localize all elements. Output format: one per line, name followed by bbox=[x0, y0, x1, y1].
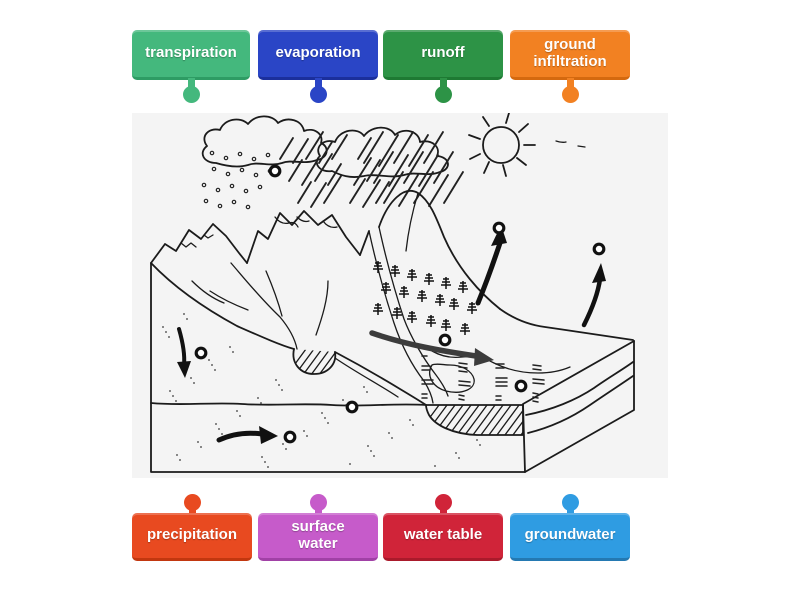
label-groundwater[interactable]: groundwater bbox=[510, 494, 630, 561]
label-transpiration-text[interactable]: transpiration bbox=[132, 30, 250, 80]
pin-ball bbox=[182, 86, 200, 103]
label-surface-water-text[interactable]: surface water bbox=[258, 513, 378, 561]
pin-stem bbox=[439, 503, 447, 515]
marsh bbox=[429, 350, 571, 393]
label-surface-water[interactable]: surface water bbox=[258, 494, 378, 561]
river bbox=[191, 226, 449, 404]
drop-point-8[interactable] bbox=[283, 430, 297, 444]
runoff-arrow bbox=[369, 330, 479, 359]
pin-ball bbox=[309, 494, 327, 511]
drop-point-6[interactable] bbox=[514, 379, 528, 393]
label-evaporation-text[interactable]: evaporation bbox=[258, 30, 378, 80]
pin-stem bbox=[566, 78, 574, 90]
evaporation-arrow bbox=[581, 276, 603, 328]
mountains bbox=[150, 190, 634, 341]
pin-ball bbox=[434, 86, 452, 103]
drop-point-2[interactable] bbox=[492, 221, 506, 235]
label-runoff-text[interactable]: runoff bbox=[383, 30, 503, 80]
diagram-panel bbox=[132, 113, 668, 478]
snow-dots bbox=[201, 150, 273, 210]
pin-ball bbox=[309, 86, 327, 103]
sky-dashes bbox=[555, 140, 586, 148]
label-precipitation[interactable]: precipitation bbox=[132, 494, 252, 561]
pin-stem bbox=[439, 78, 447, 90]
terrain-edge bbox=[150, 262, 427, 406]
label-groundwater-text[interactable]: groundwater bbox=[510, 513, 630, 561]
label-water-table[interactable]: water table bbox=[383, 494, 503, 561]
label-ground-infiltration-text[interactable]: ground infiltration bbox=[510, 30, 630, 80]
label-transpiration[interactable]: transpiration bbox=[132, 30, 250, 103]
transpiration-arrow bbox=[475, 240, 503, 306]
pin-ball bbox=[561, 86, 579, 103]
diagram-background bbox=[132, 113, 668, 478]
label-precipitation-text[interactable]: precipitation bbox=[132, 513, 252, 561]
pin-stem bbox=[188, 503, 196, 515]
drop-point-7[interactable] bbox=[345, 400, 359, 414]
pin-stem bbox=[566, 503, 574, 515]
clouds bbox=[201, 115, 449, 178]
pin-ball bbox=[561, 494, 579, 511]
pin-stem bbox=[314, 78, 322, 90]
groundwater-arrow bbox=[216, 430, 265, 443]
pin-ball bbox=[434, 494, 452, 511]
drop-point-1[interactable] bbox=[268, 164, 282, 178]
label-runoff[interactable]: runoff bbox=[383, 30, 503, 103]
sun-icon bbox=[468, 113, 536, 177]
water-table-line bbox=[150, 361, 634, 434]
flow-arrows bbox=[177, 225, 606, 444]
drop-point-3[interactable] bbox=[592, 242, 606, 256]
label-evaporation[interactable]: evaporation bbox=[258, 30, 378, 103]
drop-point-5[interactable] bbox=[438, 333, 452, 347]
pin-stem bbox=[314, 503, 322, 515]
soil-stipple bbox=[162, 313, 481, 468]
drop-point-4[interactable] bbox=[194, 346, 208, 360]
forest-trees bbox=[373, 261, 477, 335]
label-water-table-text[interactable]: water table bbox=[383, 513, 503, 561]
label-ground-infiltration[interactable]: ground infiltration bbox=[510, 30, 630, 103]
drop-points-layer bbox=[194, 164, 606, 444]
pin-ball bbox=[183, 494, 201, 511]
water-cycle-diagram bbox=[132, 113, 668, 478]
pin-stem bbox=[187, 78, 195, 90]
marsh-dashes bbox=[421, 355, 545, 403]
